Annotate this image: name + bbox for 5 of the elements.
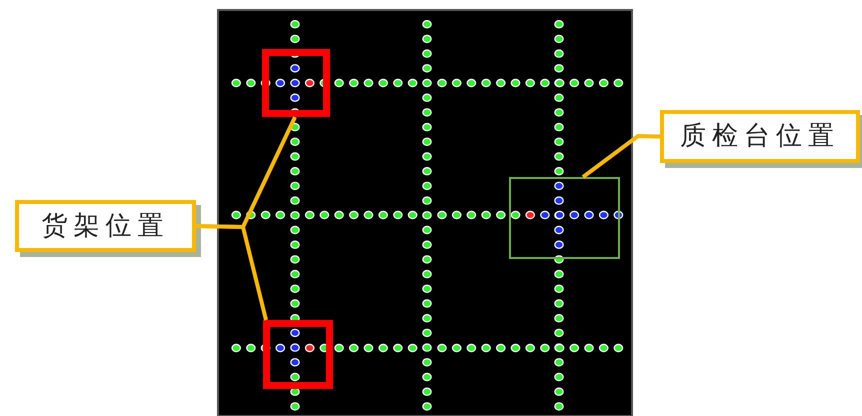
shelf-marker-frame — [263, 320, 333, 389]
leader-line — [196, 224, 268, 320]
inspection-marker-frame — [509, 177, 620, 259]
shelf-marker-frame — [262, 49, 330, 117]
leader-line — [582, 134, 660, 179]
